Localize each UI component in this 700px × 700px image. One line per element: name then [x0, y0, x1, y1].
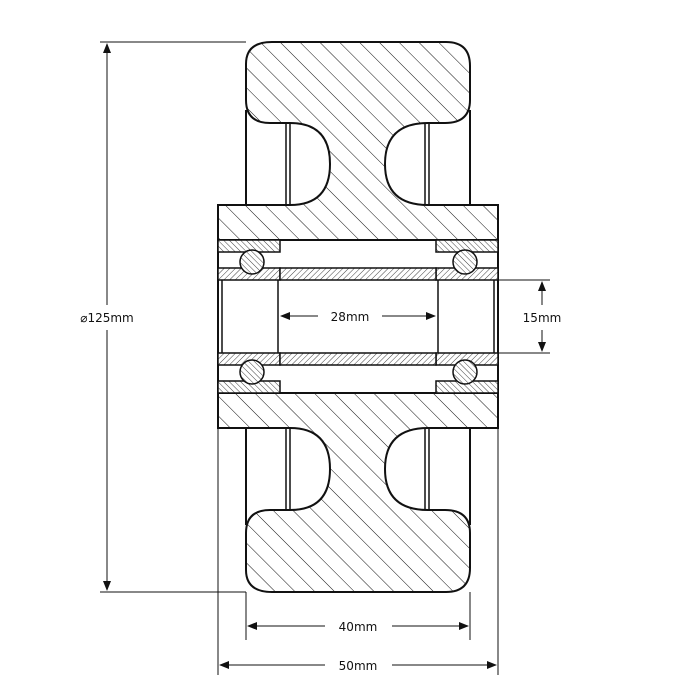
bore-cavity [217, 239, 499, 394]
diameter-label: ⌀125mm [80, 311, 134, 325]
dimension-lines [100, 41, 550, 675]
hub-width-label: 50mm [339, 659, 378, 673]
bearing-left-top [217, 239, 281, 281]
bearing-right-bottom [435, 352, 499, 394]
bearing-left-bottom [217, 352, 281, 394]
spacer-tube-top [279, 267, 437, 281]
bore-label: 15mm [523, 311, 562, 325]
bore-lines [221, 280, 495, 353]
tread-width-label: 40mm [339, 620, 378, 634]
spacer-tube-bottom [279, 352, 437, 366]
bearing-right-top [435, 239, 499, 281]
inner-length-label: 28mm [331, 310, 370, 324]
